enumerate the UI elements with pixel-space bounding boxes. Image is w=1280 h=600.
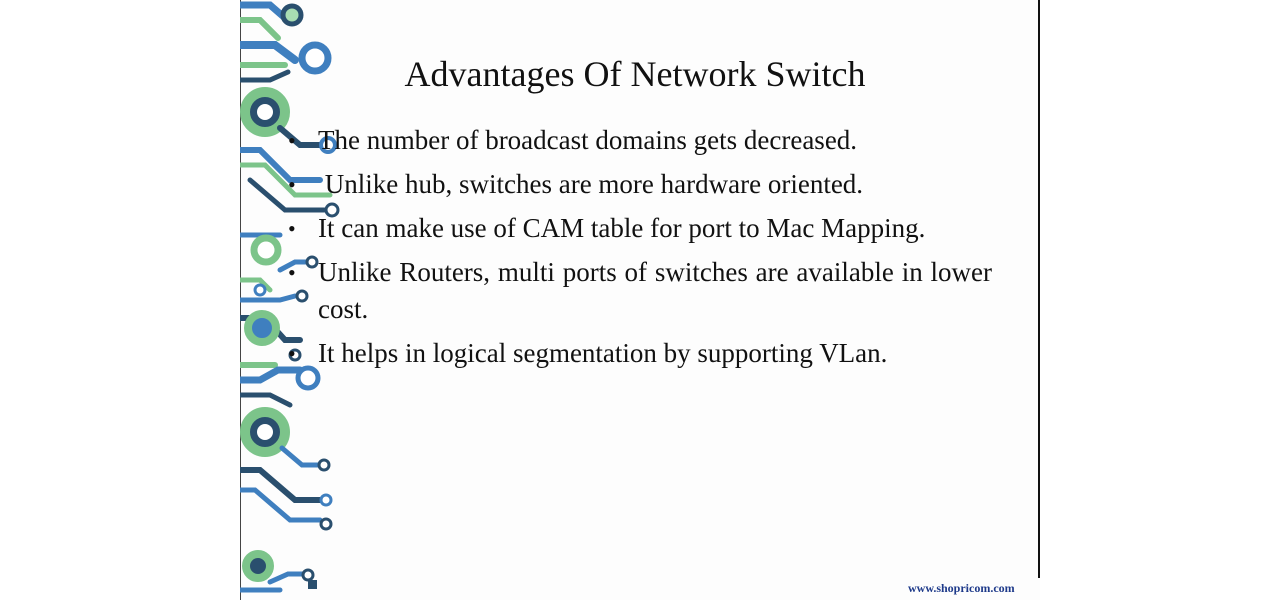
bullet-marker: • <box>288 260 296 285</box>
slide-title: Advantages Of Network Switch <box>404 54 866 94</box>
bullet-marker: • <box>288 341 296 366</box>
slide-canvas <box>240 0 1040 600</box>
bullet-list: • The number of broadcast domains gets d… <box>286 122 992 379</box>
bullet-marker: • <box>288 172 296 197</box>
circuit-board-decoration <box>240 1 340 593</box>
bullet-marker: • <box>288 128 296 153</box>
watermark-url: www.shopricom.com <box>908 581 1015 595</box>
bullet-text: The number of broadcast domains gets dec… <box>318 125 858 155</box>
bullet-marker: • <box>288 216 296 241</box>
bullet-item: • Unlike hub, switches are more hardware… <box>286 166 992 203</box>
bullet-item: • It helps in logical segmentation by su… <box>286 335 992 372</box>
bullet-item: • It can make use of CAM table for port … <box>286 210 992 247</box>
bullet-item: • Unlike Routers, multi ports of switche… <box>286 254 992 328</box>
bullet-text: Unlike Routers, multi ports of switches … <box>318 257 992 324</box>
bullet-text: It helps in logical segmentation by supp… <box>318 338 888 368</box>
bullet-text: Unlike hub, switches are more hardware o… <box>318 169 864 199</box>
slide-right-edge <box>1038 0 1040 578</box>
bullet-text: It can make use of CAM table for port to… <box>318 213 926 243</box>
bullet-item: • The number of broadcast domains gets d… <box>286 122 992 159</box>
